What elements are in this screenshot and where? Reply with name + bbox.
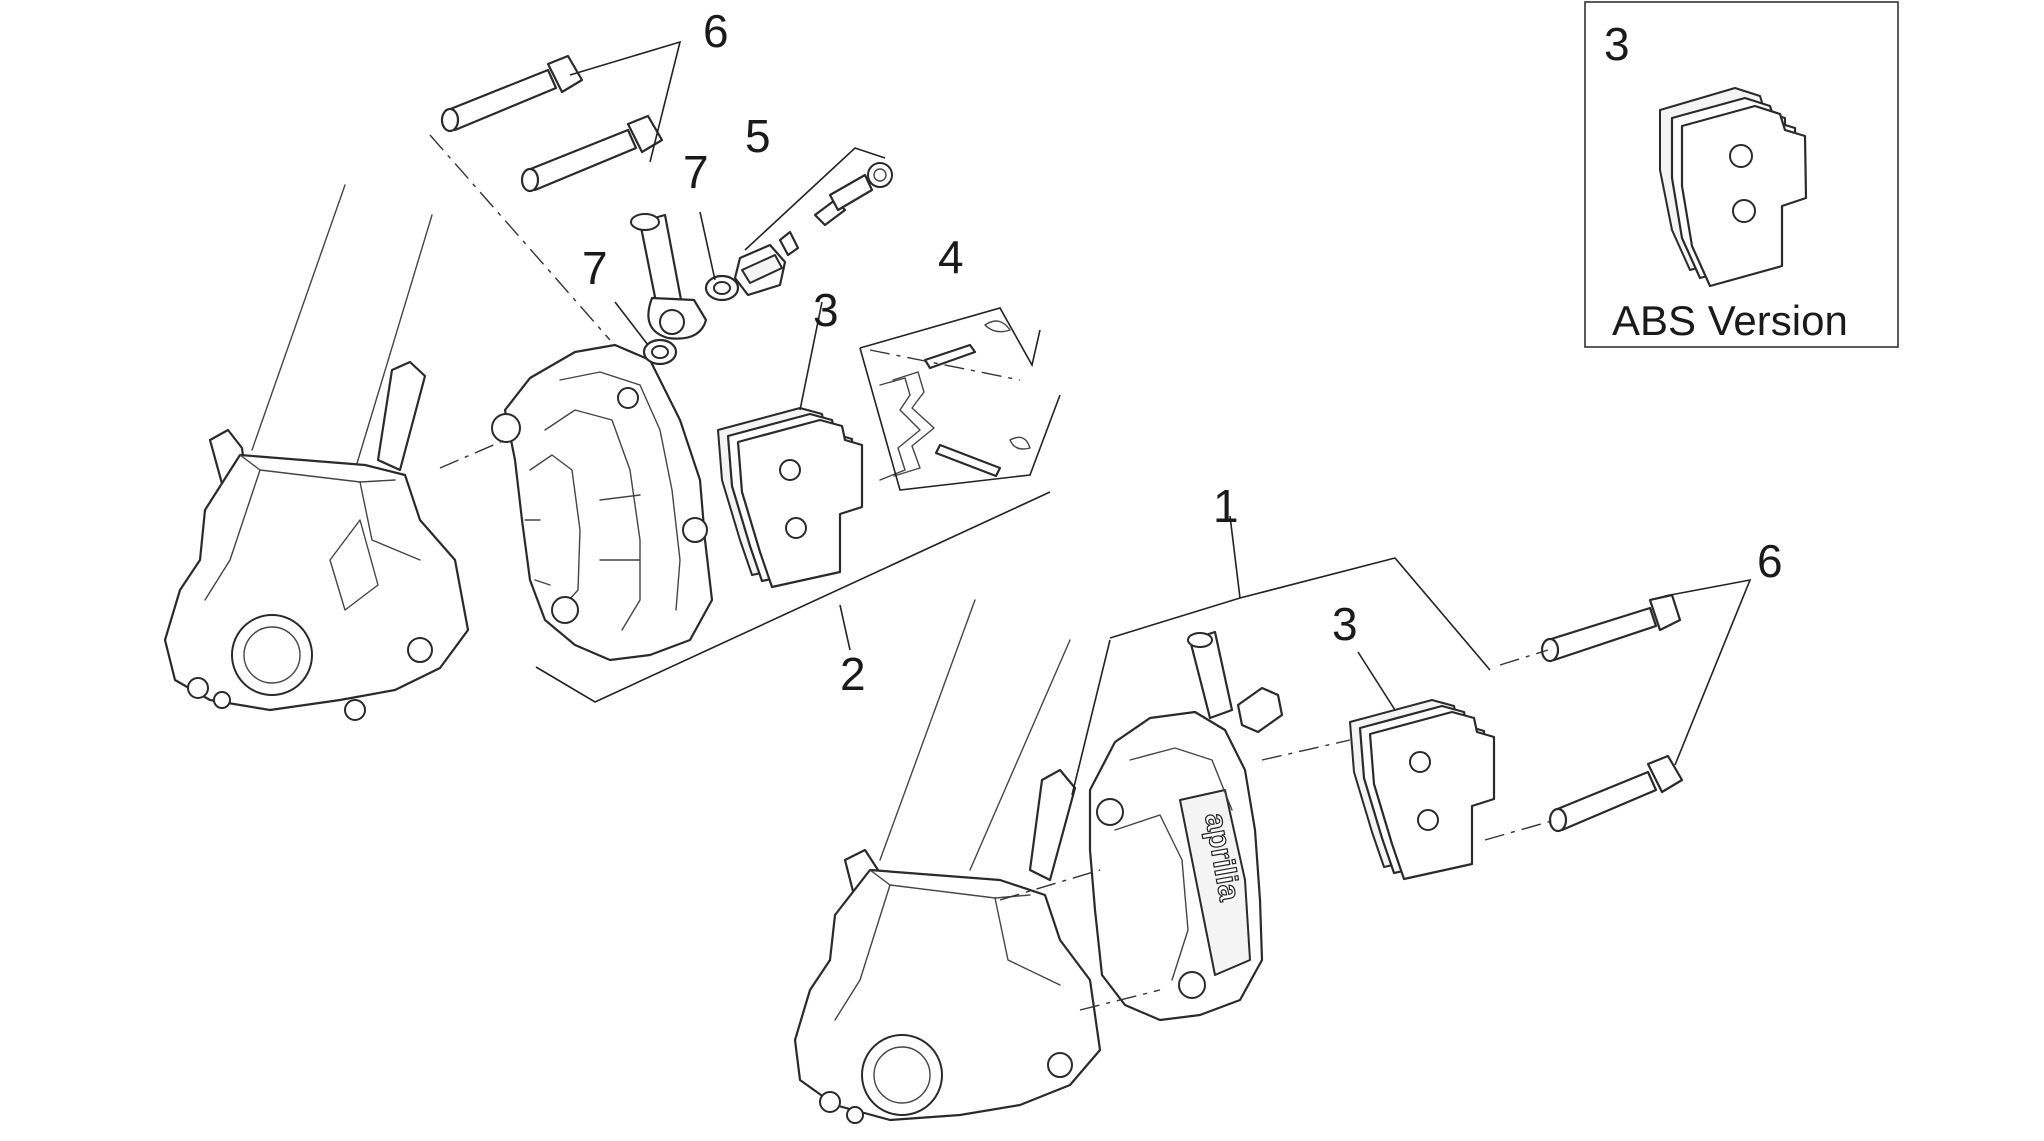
left-lower-axis — [439, 439, 506, 469]
leader-pads-left — [799, 301, 823, 411]
bleed-valve-kit — [733, 162, 893, 297]
right-mounting-screws — [1540, 593, 1684, 833]
leader-pad-kit-box — [859, 347, 1061, 491]
leader-bleed-kit — [744, 147, 886, 251]
callout-3-pads-left: 3 — [813, 284, 839, 336]
callout-4-pad-kit: 4 — [938, 231, 964, 283]
left-mounting-screws — [440, 54, 664, 193]
leader-washer-lower — [614, 301, 649, 346]
right-upper-axis — [1261, 739, 1351, 761]
leader-caliper-left-tick — [839, 604, 851, 651]
right-brake-caliper: aprilia — [1088, 630, 1284, 1022]
left-brake-pads — [717, 407, 864, 589]
leader-screws-right — [1664, 578, 1752, 766]
leader-pad-kit-top — [859, 307, 1041, 368]
leader-caliper-right-tick — [1229, 515, 1241, 599]
right-lower-axis — [1079, 989, 1161, 1011]
callout-7-washer-upper: 7 — [683, 146, 709, 198]
leader-pads-right — [1357, 651, 1396, 711]
callout-5-bleed-kit: 5 — [745, 110, 771, 162]
pad-spring-kit — [869, 320, 1031, 481]
leader-caliper-right — [1109, 557, 1491, 671]
inset-brake-pads — [1659, 87, 1808, 288]
right-brake-pads — [1349, 699, 1496, 881]
sealing-washers — [642, 274, 740, 366]
callout-6-right-screws: 6 — [1757, 535, 1783, 587]
left-upper-axis — [429, 134, 611, 341]
right-screw-axis-upper — [1499, 649, 1549, 666]
leader-caliper-left — [535, 491, 1051, 703]
right-mid-axis — [999, 869, 1101, 901]
right-screw-axis-lower — [1484, 819, 1556, 841]
leader-screws-top — [569, 40, 682, 163]
leader-washer-upper — [699, 211, 716, 281]
callout-7-washer-lower: 7 — [582, 242, 608, 294]
abs-version-inset: 3 ABS Version — [1584, 1, 1899, 348]
inset-callout-3: 3 — [1604, 18, 1630, 70]
inset-caption: ABS Version — [1612, 297, 1848, 344]
left-brake-caliper — [491, 343, 714, 662]
callout-6-top-screws: 6 — [703, 5, 729, 57]
right-fork-leg — [793, 599, 1102, 1124]
left-fork-leg — [163, 184, 470, 721]
banjo-bolt — [630, 213, 708, 340]
leader-caliper-right-down — [1071, 639, 1111, 796]
callout-3-pads-right: 3 — [1332, 598, 1358, 650]
callout-1-caliper-right: 1 — [1213, 480, 1239, 532]
callout-2-caliper-left: 2 — [840, 648, 866, 700]
